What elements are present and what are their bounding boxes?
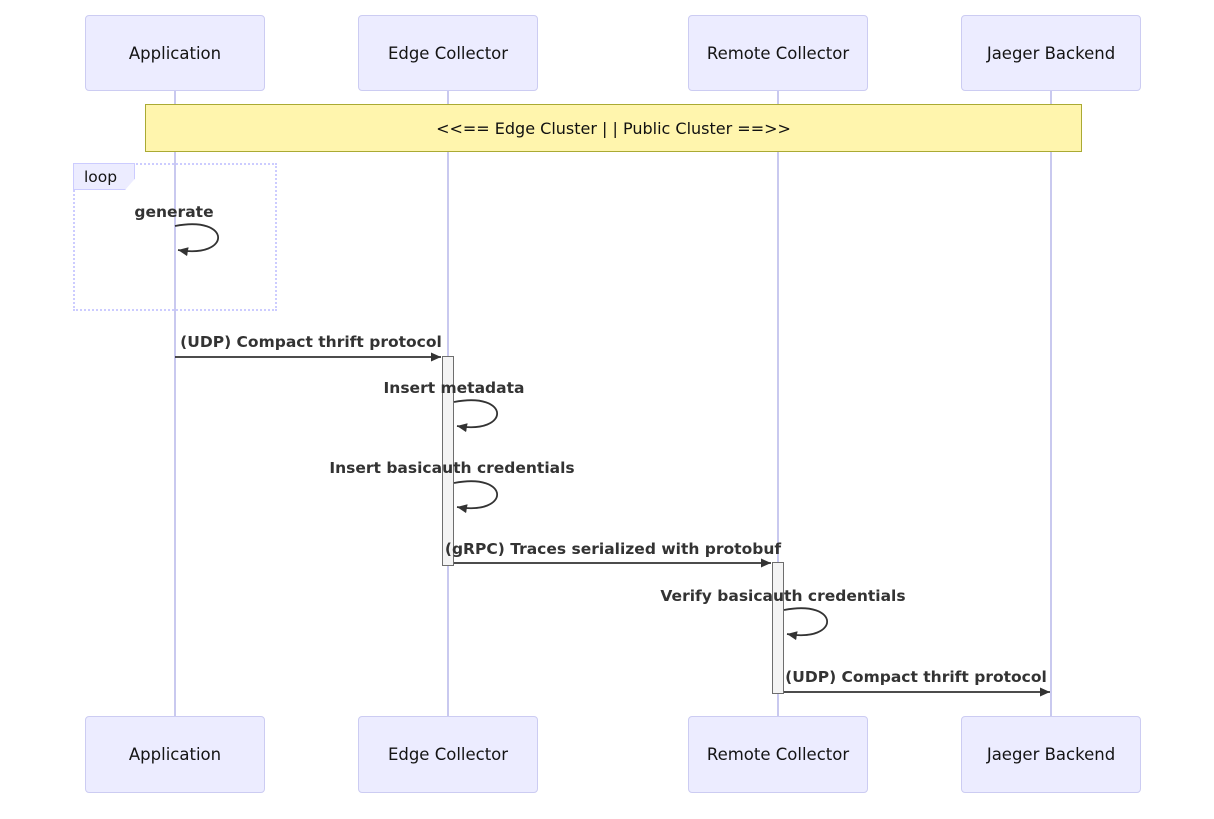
self-arrow-insert-basicauth: [453, 480, 498, 514]
lifeline-jaeger-backend: [1050, 91, 1052, 716]
actor-box-remote-collector-bottom: Remote Collector: [688, 716, 868, 793]
actor-box-edge-collector-bottom: Edge Collector: [358, 716, 538, 793]
message-label-insert-basicauth: Insert basicauth credentials: [329, 459, 575, 477]
actor-box-remote-collector-top: Remote Collector: [688, 15, 868, 91]
activation-edge-collector: [442, 356, 454, 566]
self-arrow-verify-basicauth: [783, 607, 828, 641]
loop-label: loop: [73, 163, 135, 190]
message-label-udp-thrift-2: (UDP) Compact thrift protocol: [785, 668, 1047, 686]
actor-box-application-bottom: Application: [85, 716, 265, 793]
actor-box-application-top: Application: [85, 15, 265, 91]
message-label-generate: generate: [134, 203, 214, 221]
actor-box-jaeger-backend-top: Jaeger Backend: [961, 15, 1141, 91]
actor-box-jaeger-backend-bottom: Jaeger Backend: [961, 716, 1141, 793]
actor-box-edge-collector-top: Edge Collector: [358, 15, 538, 91]
message-label-insert-metadata: Insert metadata: [383, 379, 525, 397]
lifeline-application: [174, 91, 176, 716]
self-arrow-insert-metadata: [453, 399, 498, 433]
activation-remote-collector: [772, 562, 784, 694]
loop-frame: [73, 163, 277, 311]
note-cluster-banner: <<== Edge Cluster | | Public Cluster ==>…: [145, 104, 1082, 152]
message-label-verify-basicauth: Verify basicauth credentials: [660, 587, 906, 605]
lifeline-remote-collector: [777, 91, 779, 716]
message-label-grpc-protobuf: (gRPC) Traces serialized with protobuf: [444, 540, 782, 558]
message-label-udp-thrift-1: (UDP) Compact thrift protocol: [180, 333, 442, 351]
